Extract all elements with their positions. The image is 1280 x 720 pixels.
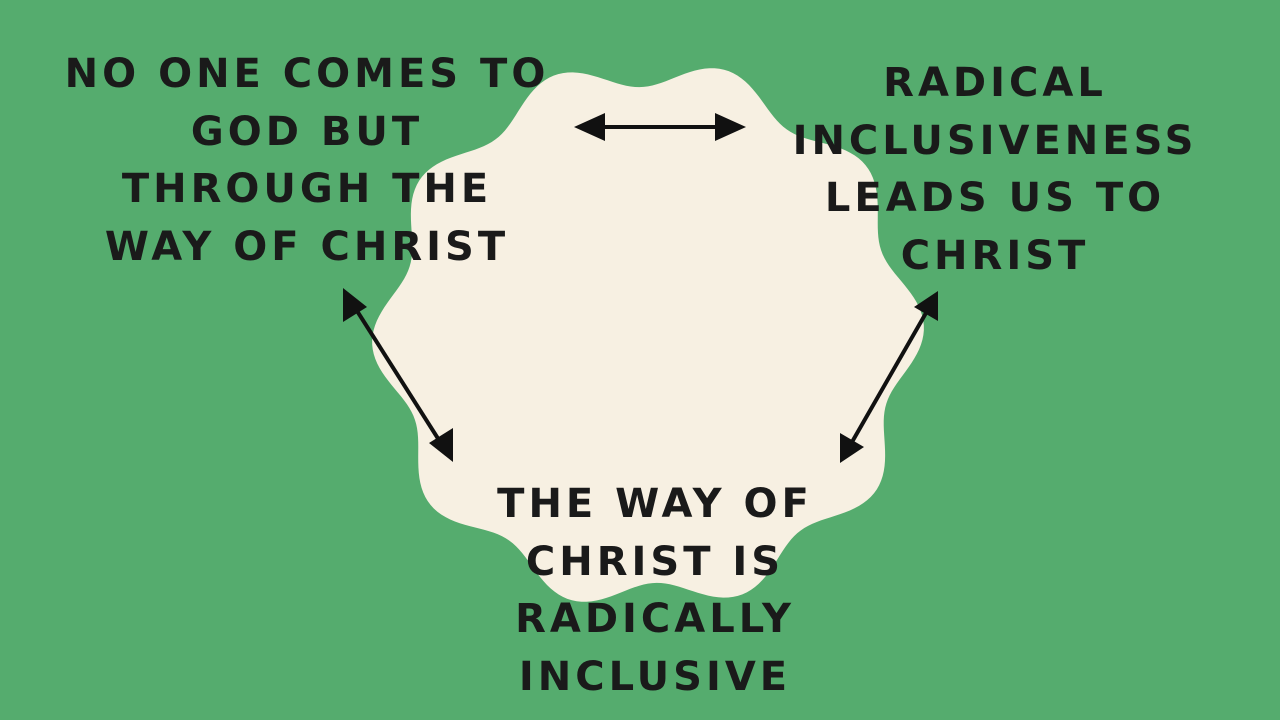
- arrowhead-icon: [343, 288, 367, 322]
- center-wavy-circle: [372, 68, 924, 602]
- arrow-left-line: [350, 301, 446, 450]
- arrow-right: [840, 291, 938, 463]
- arrowhead-icon: [429, 428, 453, 462]
- statement-radical-inclusiveness: RADICAL INCLUSIVENESS LEADS US TO CHRIST: [792, 60, 1198, 279]
- arrowhead-icon: [840, 433, 864, 463]
- arrow-top: [574, 113, 746, 141]
- arrow-left: [343, 288, 453, 462]
- statement-no-one-comes-to-god: NO ONE COMES TO GOD BUT THROUGH THE WAY …: [64, 51, 550, 270]
- statement-way-of-christ-inclusive: THE WAY OF CHRIST IS RADICALLY INCLUSIVE: [497, 481, 813, 700]
- arrowhead-icon: [914, 291, 938, 321]
- arrowhead-icon: [574, 113, 605, 141]
- arrowhead-icon: [715, 113, 746, 141]
- arrow-right-line: [846, 305, 932, 450]
